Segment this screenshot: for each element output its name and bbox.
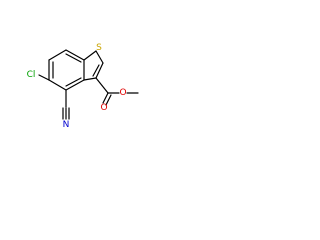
sulfur-label: S	[96, 43, 102, 53]
structure-canvas: S Cl N O O	[0, 0, 152, 152]
bond-c2-c3	[95, 62, 104, 79]
bond-c3-c3a	[83, 77, 97, 81]
molecule-diagram: S Cl N O O	[27, 43, 139, 130]
bond-c3a-c7a	[65, 49, 85, 61]
bond-c7a-s	[83, 50, 97, 61]
bond-c3-carbonyl	[95, 77, 109, 94]
bond-c6-cl	[38, 74, 50, 81]
bond-c5-c4	[65, 79, 85, 91]
ester-oxygen-label: O	[119, 88, 126, 98]
bond-c6-c5	[48, 79, 67, 91]
carbonyl-oxygen-label: O	[100, 103, 107, 113]
bond-c3a-c7a-inner	[65, 53, 82, 63]
bond-c5-c4-inner	[65, 77, 82, 87]
bond-carbonyl-o-a	[102, 92, 109, 104]
chlorine-label: Cl	[27, 70, 36, 80]
bond-c7a-c7	[48, 49, 67, 61]
bond-s-c2	[95, 50, 104, 64]
bond-c2-c3-inner	[92, 64, 100, 77]
bond-carbonyl-o-b	[105, 94, 112, 106]
nitrogen-label: N	[63, 120, 70, 130]
